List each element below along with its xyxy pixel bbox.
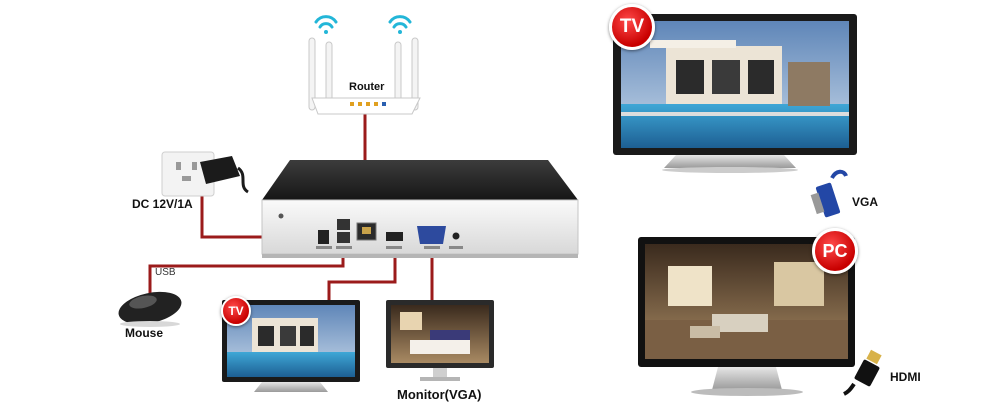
hdmi-label: HDMI [890,370,921,384]
pc-badge: PC [812,228,858,274]
vga-label: VGA [852,195,879,209]
nvr-device-icon [261,160,579,258]
wifi-icon [314,15,412,34]
monitor-icon [638,237,855,396]
power-adapter-icon [161,151,249,197]
tv-icon [613,14,857,173]
mouse-label: Mouse [125,326,164,340]
cable-hdmi-small-tv [327,248,397,300]
monitor-icon [386,300,494,381]
mouse-icon [118,291,182,327]
usb-label: USB [155,267,176,278]
tv-badge-large: TV [609,4,655,50]
dc-power-label: DC 12V/1A [132,197,193,211]
tv-badge-small: TV [221,296,251,326]
router-label: Router [349,81,385,93]
router-icon [308,15,421,115]
vga-connector-icon [810,169,848,218]
hdmi-connector-icon [843,349,882,396]
monitor-vga-label: Monitor(VGA) [397,387,482,402]
